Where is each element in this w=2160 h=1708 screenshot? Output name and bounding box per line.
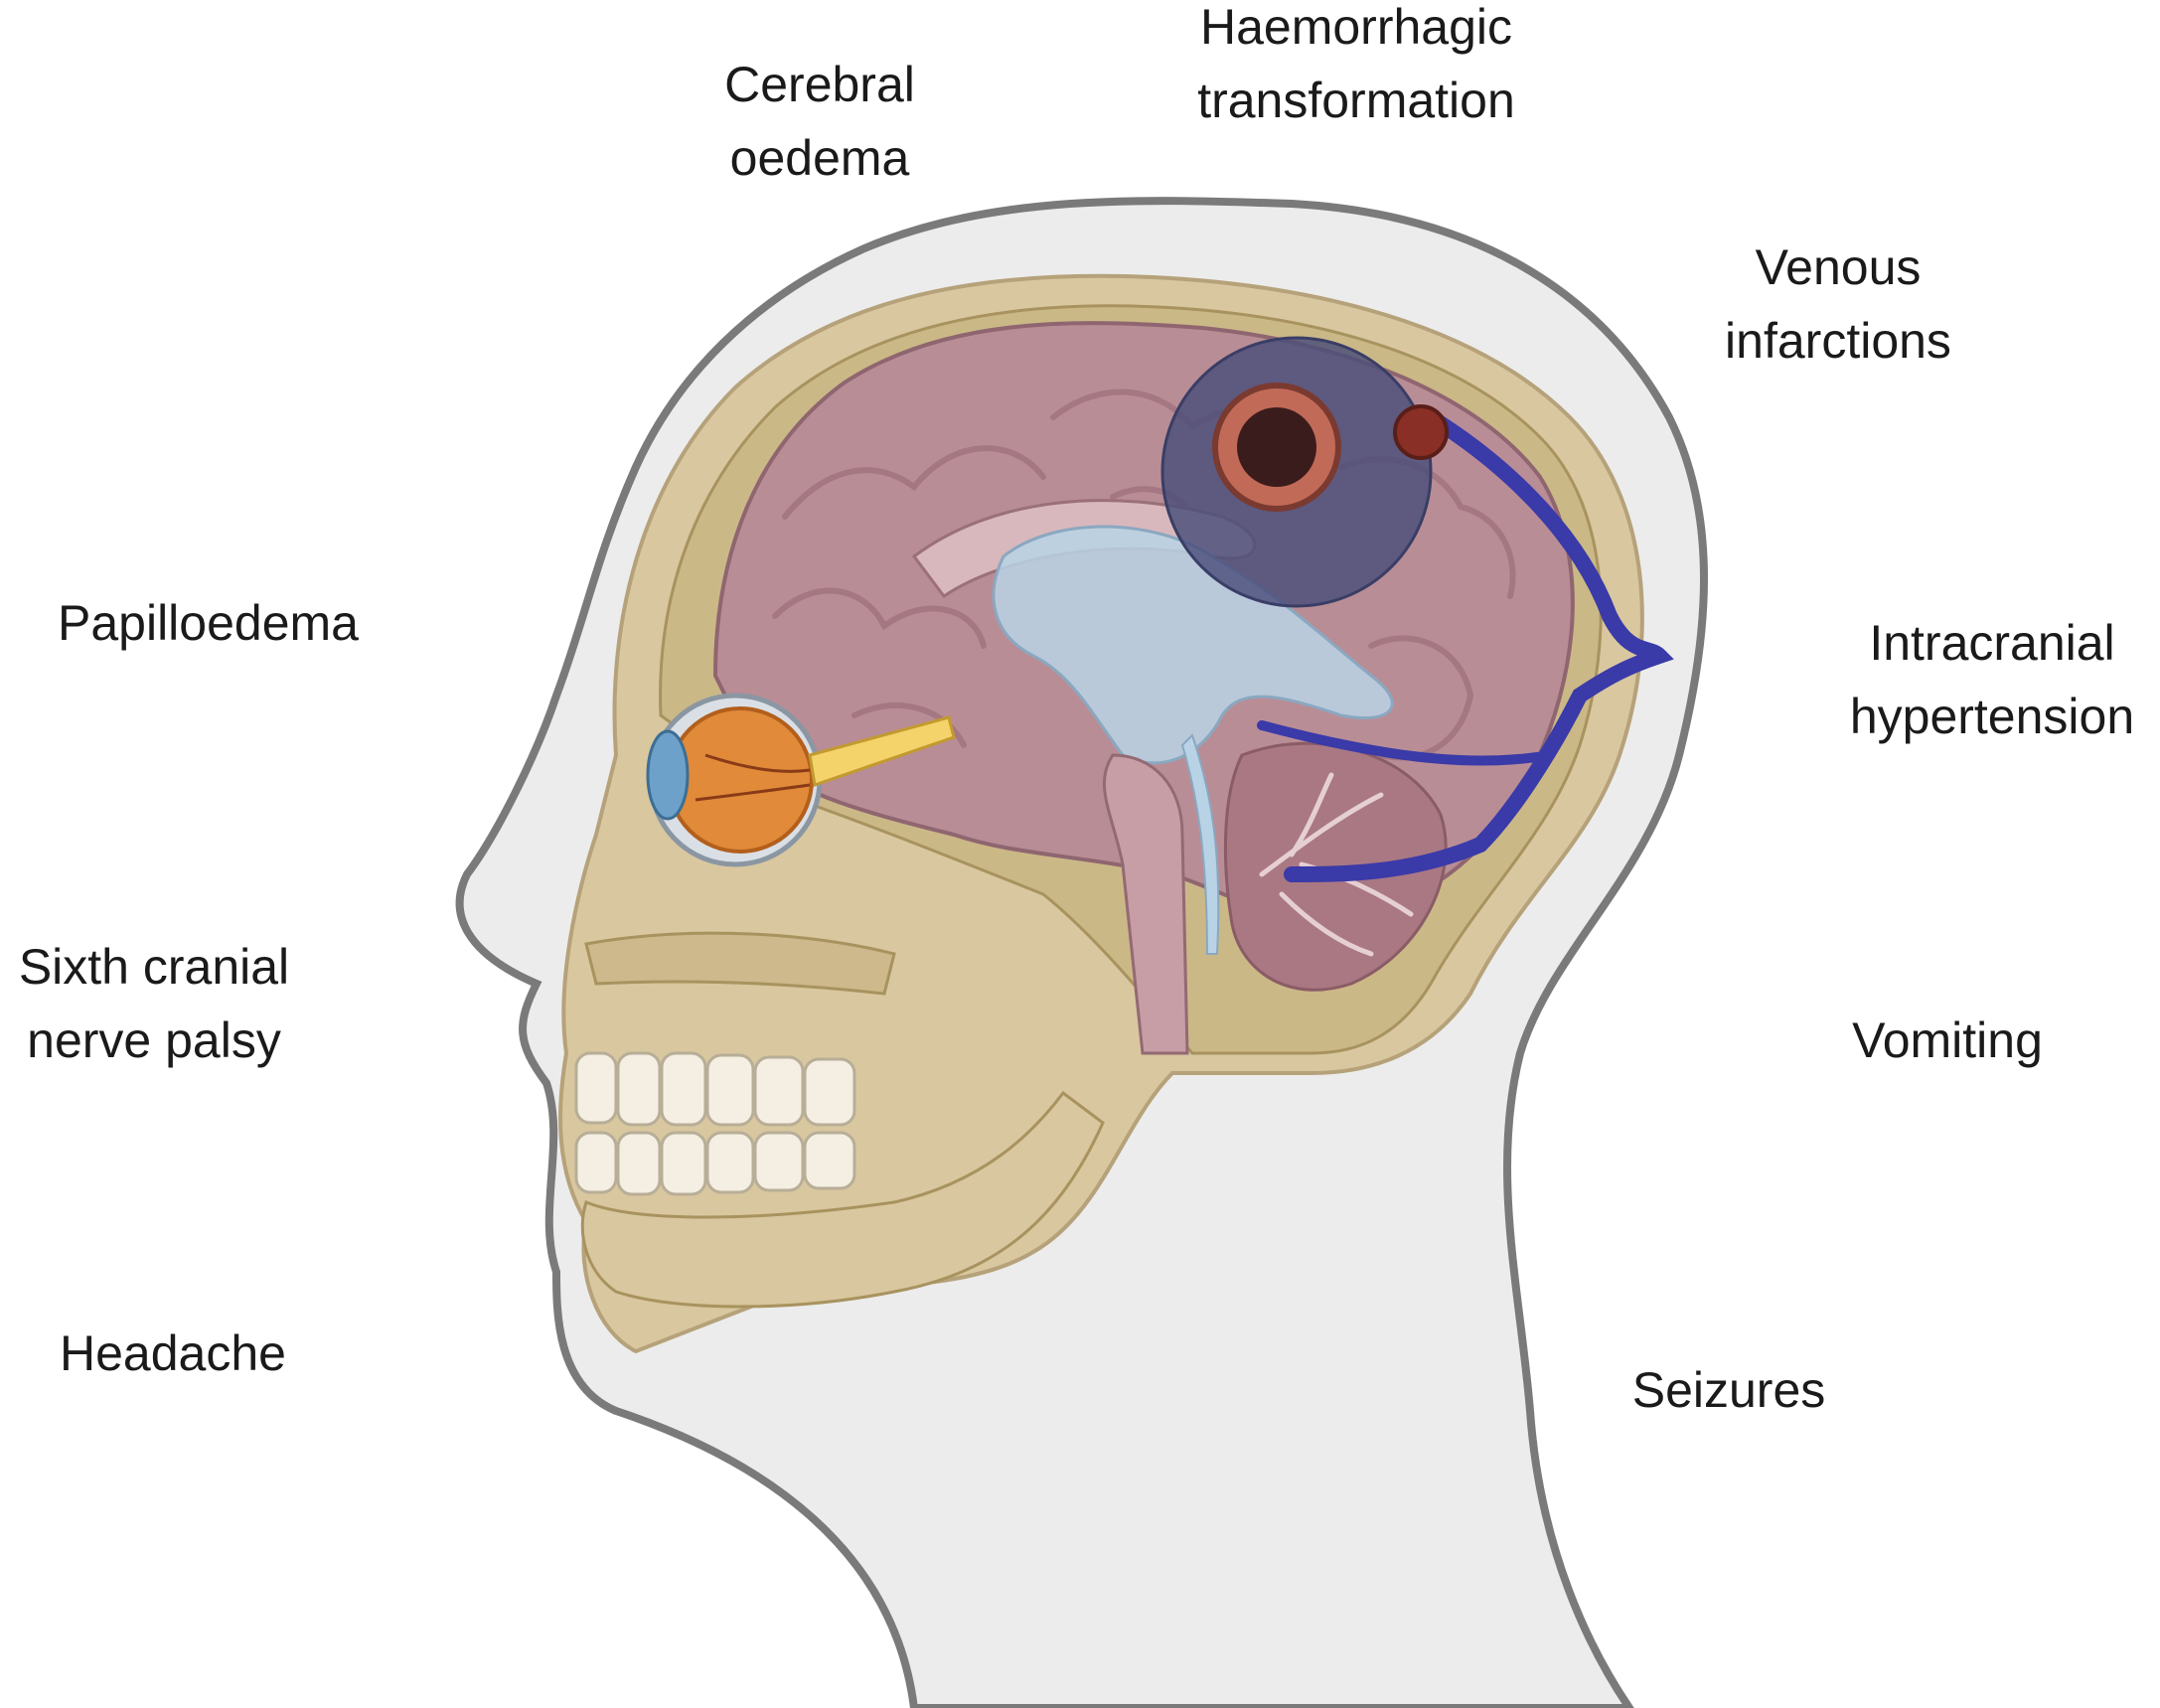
eye (646, 693, 956, 867)
mandible (580, 1090, 1105, 1309)
label-vomiting: Vomiting (1852, 1012, 2043, 1068)
label-papilloedema: Papilloedema (58, 595, 359, 651)
label-cerebral-oedema: Cerebral oedema (724, 57, 915, 186)
venous-sinus (1284, 409, 1674, 882)
nasal-cavity (584, 931, 896, 996)
teeth (574, 1051, 856, 1196)
haemorrhage-core (1237, 407, 1316, 487)
label-seizures: Seizures (1631, 1362, 1826, 1418)
thrombus (1393, 404, 1449, 460)
label-headache: Headache (60, 1325, 286, 1381)
aqueduct (1180, 733, 1220, 955)
label-intracranial-hypertension: Intracranial hypertension (1849, 615, 2135, 744)
venous-branch (1257, 720, 1555, 766)
label-haemorrhagic-transformation: Haemorrhagic transformation (1197, 0, 1515, 128)
label-sixth-cranial-nerve-palsy: Sixth cranial nerve palsy (18, 939, 290, 1068)
label-venous-infarctions: Venous infarctions (1725, 239, 1951, 369)
brainstem (1102, 753, 1189, 1055)
